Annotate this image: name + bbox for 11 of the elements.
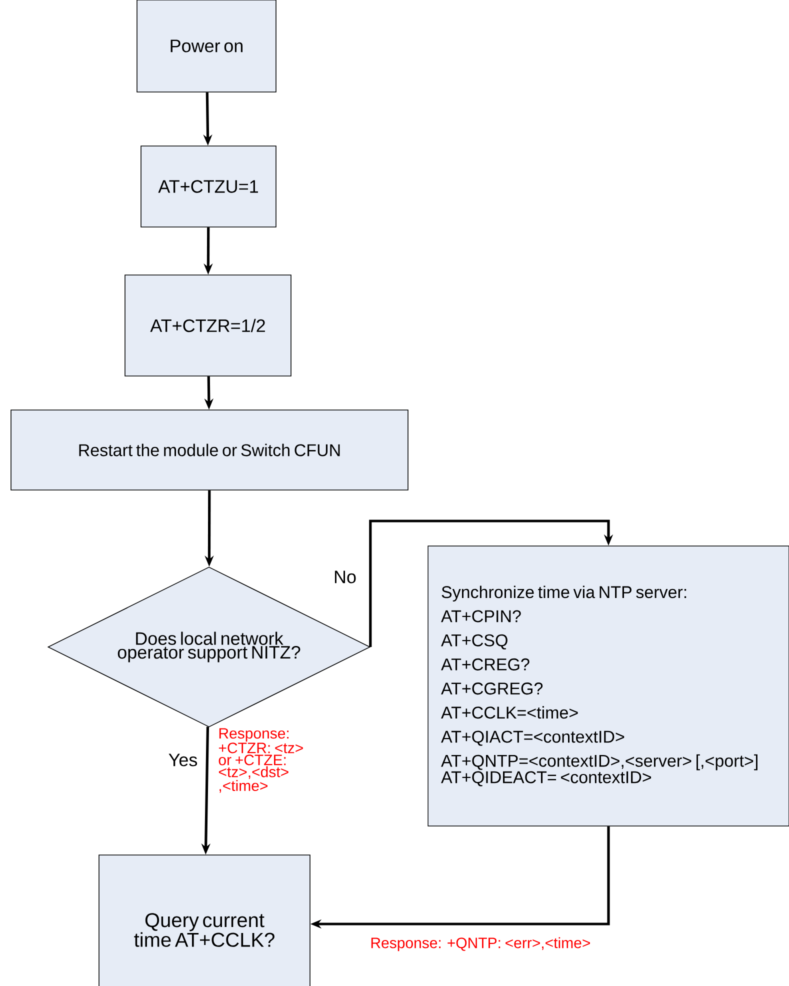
process-box: Restart the module or Switch CFUN — [10, 410, 408, 490]
process-box: Power on — [136, 0, 276, 92]
process-box: Synchronize time via NTP server: AT+CPIN? AT+CSQ AT+CREG? AT+CGREG? AT+CCLK=<time> AT+QIACT=<contextID> AT+QNTP=<contextID>,<server> [,<port>] AT+QIDEACT= <contextID> — [428, 546, 789, 826]
edge-label: No — [332, 570, 358, 584]
process-box: Query current time AT+CCLK? — [98, 854, 310, 986]
response-note: Response: +CTZR: <tz> or +CTZE: <tz>,<dst> ,<time> — [218, 728, 303, 793]
process-box: AT+CTZR=1/2 — [124, 274, 292, 376]
arrow — [369, 520, 614, 647]
edge-label: Yes — [167, 752, 199, 768]
process-box: AT+CTZU=1 — [140, 146, 276, 228]
response-note: Response: +QNTP: <err>,<time> — [371, 937, 590, 952]
